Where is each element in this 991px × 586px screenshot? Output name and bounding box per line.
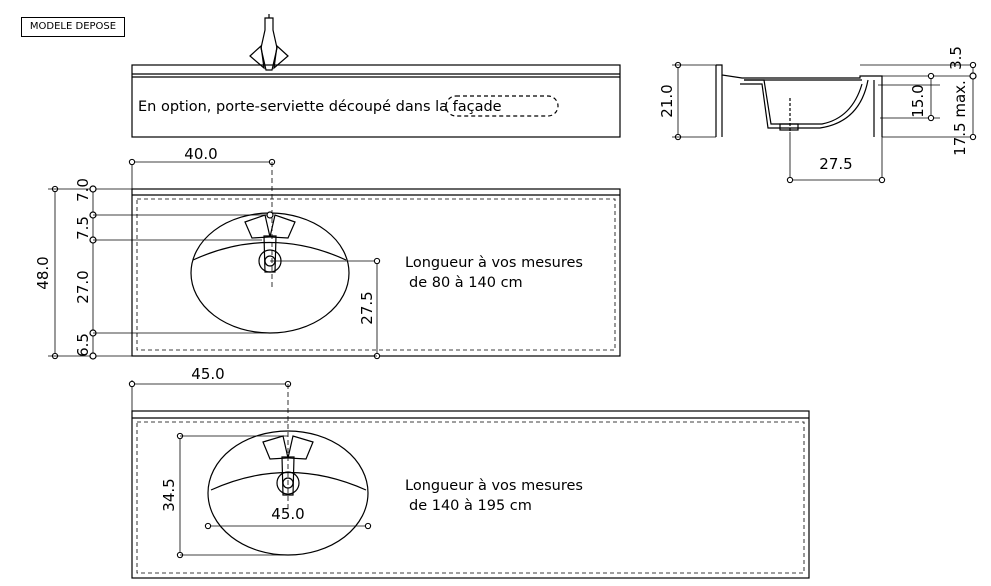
plan2-note-line2: de 140 à 195 cm (409, 498, 532, 514)
plan-view-2 (128, 380, 810, 579)
dim-plan1-back-edge: 7.0 (74, 178, 92, 202)
side-view (672, 61, 977, 184)
towel-rail-slot (445, 95, 559, 117)
dim-plan2-bowl-depth: 34.5 (160, 478, 178, 511)
plan-2-outline (131, 410, 810, 579)
dim-plan1-width: 40.0 (184, 145, 217, 163)
dim-plan1-tap-offset: 7.5 (74, 216, 92, 240)
plan-view-1 (48, 158, 621, 360)
option-text: En option, porte-serviette découpé dans … (138, 99, 502, 115)
dim-plan1-bowl-depth: 27.0 (74, 270, 92, 303)
dim-drain-offset: 27.5 (819, 155, 852, 173)
plan2-note-line1: Longueur à vos mesures (405, 478, 583, 494)
plan1-note-line1: Longueur à vos mesures (405, 255, 583, 271)
dim-bowl-depth-side: 15.0 (909, 84, 927, 117)
front-view (131, 14, 621, 138)
front-view-outline (131, 64, 621, 138)
dim-plan2-width: 45.0 (191, 365, 224, 383)
plan1-note-line2: de 80 à 140 cm (409, 275, 523, 291)
plan-1-outline (131, 188, 621, 357)
basin-1 (190, 212, 350, 334)
dim-max-height: 17.5 max. (951, 80, 969, 156)
dim-plan1-depth: 48.0 (34, 256, 52, 289)
tap-front-icon (249, 14, 289, 71)
dim-plan2-bowl-width: 45.0 (271, 505, 304, 523)
model-label: MODELE DEPOSE (21, 17, 125, 37)
dim-plan1-front-edge: 6.5 (74, 333, 92, 357)
dim-plan1-drain: 27.5 (358, 291, 376, 324)
dim-total-height: 21.0 (658, 84, 676, 117)
dim-thickness-top: 3.5 (947, 46, 965, 70)
